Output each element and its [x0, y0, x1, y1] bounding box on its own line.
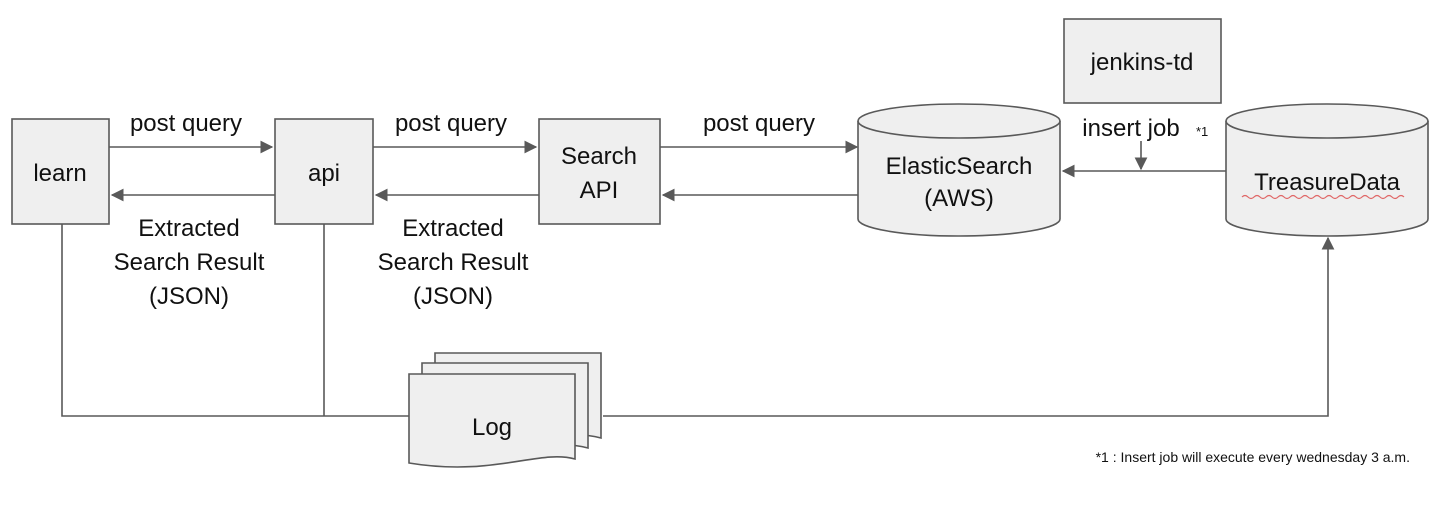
footnote: *1 : Insert job will execute every wedne…	[1096, 449, 1410, 465]
node-learn: learn	[11, 118, 110, 225]
learn-label: learn	[33, 160, 86, 187]
label-searchapi-to-api-line2: Search Result	[378, 249, 529, 276]
label-insert-job: insert job	[1082, 115, 1179, 142]
label-api-to-learn-line1: Extracted	[138, 215, 239, 242]
api-box	[274, 118, 374, 225]
edge-learn-to-log	[61, 224, 409, 417]
node-log: Log	[408, 352, 602, 468]
label-learn-to-api: post query	[130, 110, 242, 137]
label-searchapi-to-es: post query	[703, 110, 815, 137]
treasuredata-label: TreasureData	[1254, 169, 1400, 196]
edge-labels: post query post query post query Extract…	[114, 110, 1209, 310]
api-label: api	[308, 160, 340, 187]
jenkins-label: jenkins-td	[1090, 49, 1194, 76]
label-api-to-searchapi: post query	[395, 110, 507, 137]
jenkins-box	[1063, 18, 1222, 104]
elasticsearch-cylinder-body	[857, 121, 1061, 237]
elasticsearch-label-line2: (AWS)	[924, 185, 994, 212]
search-api-label-line2: API	[580, 177, 619, 204]
log-label: Log	[472, 414, 512, 441]
label-searchapi-to-api-line3: (JSON)	[413, 283, 493, 310]
label-api-to-learn-line3: (JSON)	[149, 283, 229, 310]
treasuredata-cylinder-body	[1225, 121, 1429, 237]
label-insert-job-note-mark: *1	[1196, 124, 1208, 139]
elasticsearch-label-line1: ElasticSearch	[886, 153, 1033, 180]
connectors	[61, 140, 1335, 417]
label-searchapi-to-api-line1: Extracted	[402, 215, 503, 242]
search-api-box	[538, 118, 661, 225]
treasuredata-cylinder-top	[1225, 103, 1429, 139]
search-api-label-line1: Search	[561, 143, 637, 170]
node-search-api: Search API	[538, 118, 661, 225]
node-api: api	[274, 118, 374, 225]
label-api-to-learn-line2: Search Result	[114, 249, 265, 276]
node-jenkins: jenkins-td	[1063, 18, 1222, 104]
learn-box	[11, 118, 110, 225]
log-doc-front	[408, 373, 576, 468]
node-treasuredata: TreasureData	[1225, 103, 1429, 237]
spellcheck-underline	[1241, 194, 1405, 200]
node-elasticsearch: ElasticSearch (AWS)	[857, 103, 1061, 237]
edge-log-to-td	[603, 236, 1335, 417]
elasticsearch-cylinder-top	[857, 103, 1061, 139]
